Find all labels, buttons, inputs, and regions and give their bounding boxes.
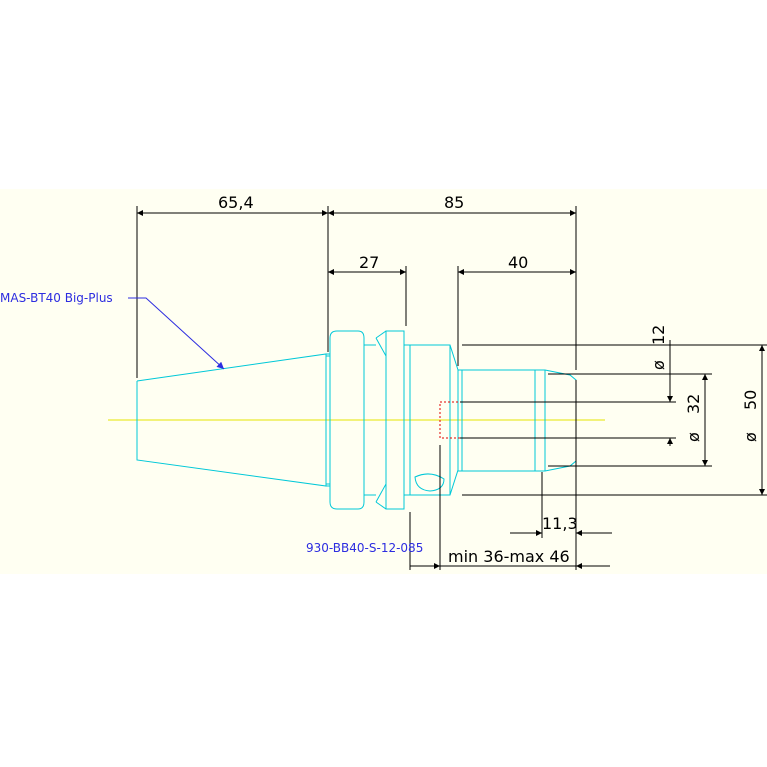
dim-nose-diameter: 32 (684, 394, 703, 414)
part-number-label: 930-BB40-S-12-085 (306, 541, 423, 555)
dim-flange-length: 27 (359, 253, 379, 272)
extension-lines (136, 206, 767, 570)
dimension-lines (137, 210, 765, 569)
holder-type-leader (128, 297, 225, 370)
dim-insertion-range: min 36-max 46 (448, 547, 570, 566)
dim-total-length: 85 (444, 193, 464, 212)
dim-nose-length: 40 (508, 253, 528, 272)
dim-slot-depth: 11,3 (542, 514, 578, 533)
dim-body-diameter: 50 (741, 390, 760, 410)
diameter-symbol-body: ø (741, 432, 760, 442)
holder-type-label: MAS-BT40 Big-Plus (0, 291, 113, 305)
dim-bore-diameter: 12 (649, 325, 668, 345)
diameter-symbol-nose: ø (684, 432, 703, 442)
diameter-symbol-bore: ø (649, 360, 668, 370)
tool-holder-outline (136, 330, 577, 510)
dim-taper-length: 65,4 (218, 193, 254, 212)
drawing-area (0, 189, 767, 574)
